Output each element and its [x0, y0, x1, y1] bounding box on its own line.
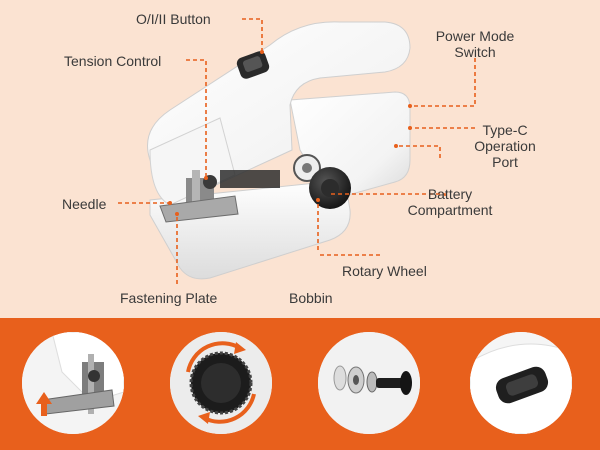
- product-diagram-area: O/I/II Button Tension Control Power Mode…: [62, 11, 550, 306]
- arrow-up-icon: [36, 392, 52, 416]
- detail-band: [0, 318, 600, 450]
- bobbin-part: [293, 154, 321, 182]
- power-switch: [236, 51, 270, 79]
- label-type-c-line1: Type-C: [482, 122, 528, 138]
- rotate-arrow-icon: [186, 341, 242, 373]
- detail-bubble-rotary-wheel: [170, 332, 272, 434]
- label-tension-control: Tension Control: [64, 53, 162, 69]
- label-type-c-line2: Operation: [474, 138, 536, 154]
- label-battery-compartment: Battery Compartment: [395, 186, 505, 218]
- needle-detail-image: [22, 332, 124, 434]
- label-type-c-port: Type-C Operation Port: [460, 122, 550, 170]
- bobbin-detail-image: [318, 332, 420, 434]
- detail-bubble-needle: [22, 332, 124, 434]
- leader-dots: [168, 50, 412, 216]
- label-needle: Needle: [62, 196, 107, 212]
- detail-bubble-power-switch: [470, 332, 572, 434]
- rotary-wheel-detail-image: [170, 332, 272, 434]
- power-switch-detail-image: [470, 332, 572, 434]
- label-fastening-plate: Fastening Plate: [120, 290, 218, 306]
- label-power-mode-switch-line1: Power Mode: [435, 28, 515, 44]
- leader-lines: [118, 18, 476, 284]
- needle-assembly: [159, 170, 280, 223]
- label-battery-line1: Battery: [427, 186, 473, 202]
- sewing-machine-illustration: [118, 18, 476, 284]
- detail-bubble-bobbin: [318, 332, 420, 434]
- label-rotary-wheel: Rotary Wheel: [342, 263, 427, 279]
- rotary-wheel-part: [309, 167, 351, 209]
- label-power-mode-switch-line2: Switch: [454, 44, 496, 60]
- label-oii-button: O/I/II Button: [136, 11, 211, 27]
- label-power-mode-switch: Power Mode Switch: [425, 28, 525, 60]
- label-battery-line2: Compartment: [407, 202, 493, 218]
- label-bobbin: Bobbin: [289, 290, 333, 306]
- label-type-c-line3: Port: [492, 154, 518, 170]
